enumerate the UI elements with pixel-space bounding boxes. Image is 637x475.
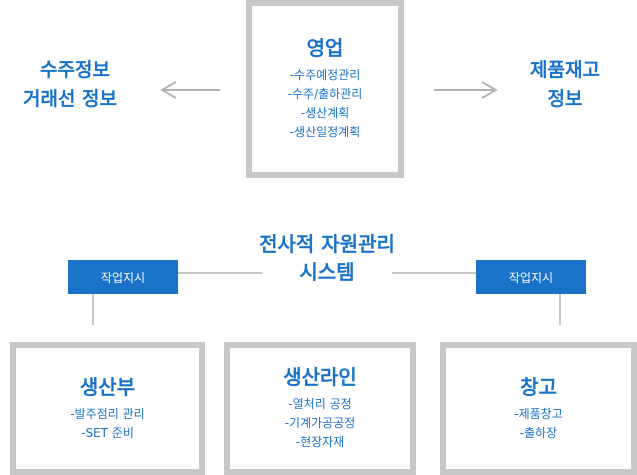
order-info-line: 수주정보	[40, 59, 110, 81]
warehouse-item: -출하장	[519, 425, 558, 440]
production-line-item: -열처리 공정	[288, 397, 352, 411]
production-line-box: 생산라인 -열처리 공정 -기계가공공정 -현장자재	[224, 342, 416, 475]
stock-info-line: 정보	[547, 88, 583, 110]
order-info-line: 거래선 정보	[22, 88, 117, 110]
warehouse-items: -제품창고 -출하장	[514, 405, 563, 443]
production-dept-title: 생산부	[79, 374, 136, 399]
work-order-tag-right: 작업지시	[476, 260, 586, 294]
sales-title: 영업	[306, 36, 344, 60]
left-arrow-head	[159, 81, 177, 99]
production-dept-item: -SET 준비	[81, 425, 134, 440]
sales-items: -수주예정관리 -수주/출하관리 -생산계획 -생산일정계획	[288, 66, 363, 142]
production-line-title: 생산라인	[283, 365, 357, 389]
warehouse-title: 창고	[520, 374, 557, 399]
sales-item: -생산일정계획	[289, 125, 361, 139]
sales-box: 영업 -수주예정관리 -수주/출하관리 -생산계획 -생산일정계획	[246, 0, 404, 178]
erp-system-label: 전사적 자원관리 시스템	[227, 230, 427, 286]
work-order-tag-left: 작업지시	[68, 260, 178, 294]
production-line-item: -기계가공공정	[284, 416, 356, 430]
production-dept-item: -발주점리 관리	[70, 406, 145, 421]
warehouse-box: 창고 -제품창고 -출하장	[440, 342, 637, 475]
stock-info-line: 제품재고	[530, 59, 600, 81]
right-arrow-head	[481, 81, 499, 99]
production-line-items: -열처리 공정 -기계가공공정 -현장자재	[285, 395, 356, 452]
warehouse-item: -제품창고	[514, 406, 563, 421]
sales-item: -수주/출하관리	[287, 87, 363, 101]
production-dept-items: -발주점리 관리 -SET 준비	[70, 405, 144, 443]
order-info-label: 수주정보 거래선 정보	[0, 56, 140, 114]
production-line-item: -현장자재	[295, 435, 345, 449]
sales-item: -수주예정관리	[289, 68, 361, 82]
production-dept-box: 생산부 -발주점리 관리 -SET 준비	[10, 342, 205, 475]
stock-info-label: 제품재고 정보	[510, 56, 620, 114]
erp-line: 시스템	[299, 260, 355, 284]
erp-line: 전사적 자원관리	[259, 232, 395, 256]
sales-item: -생산계획	[300, 106, 350, 120]
